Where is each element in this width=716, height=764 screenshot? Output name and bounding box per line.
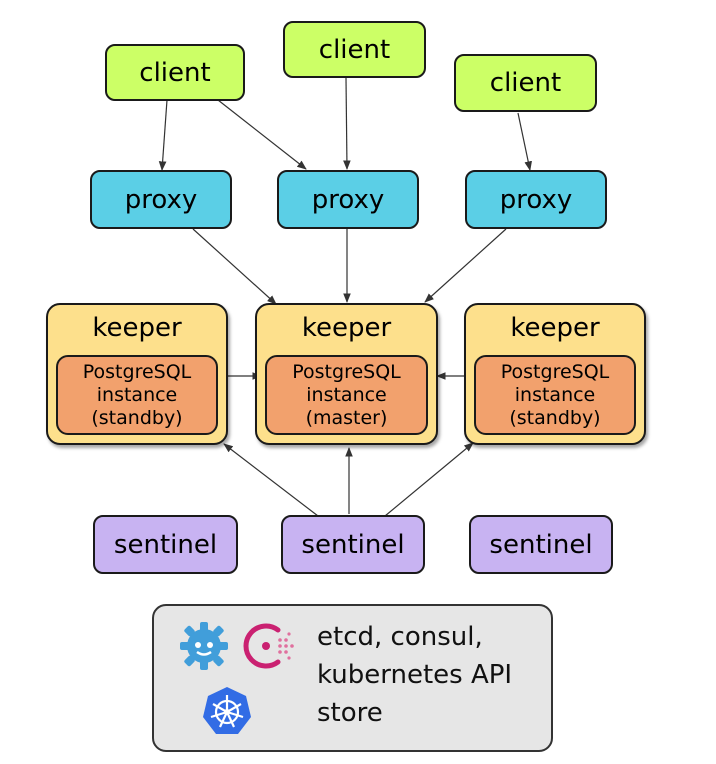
keeper-node-2: keeper PostgreSQL instance (master) — [255, 303, 438, 445]
sentinel-label-3: sentinel — [489, 529, 593, 560]
pg-line2-1: instance — [96, 383, 178, 406]
store-description: etcd, consul, kubernetes API store — [317, 618, 512, 732]
arrow-client1-proxy2 — [217, 99, 307, 170]
kv-store-box: etcd, consul, kubernetes API store — [152, 604, 553, 752]
pg-role-1: (standby) — [91, 406, 183, 429]
arrow-client2-proxy2 — [343, 77, 351, 170]
pg-role-3: (standby) — [509, 406, 601, 429]
sentinel-node-2: sentinel — [281, 515, 425, 574]
arrow-client3-proxy3 — [517, 112, 532, 171]
kubernetes-icon — [203, 687, 251, 734]
keeper-node-1: keeper PostgreSQL instance (standby) — [46, 303, 228, 445]
arrow-sentinel-keeper3 — [384, 442, 474, 517]
client-node-3: client — [454, 54, 597, 112]
pg-line2-3: instance — [514, 383, 596, 406]
store-line-3: store — [317, 698, 383, 728]
consul-icon — [243, 623, 294, 669]
keeper-title-2: keeper — [301, 313, 392, 343]
pg-role-2: (master) — [305, 406, 388, 429]
proxy-label-3: proxy — [499, 184, 573, 215]
sentinel-label-2: sentinel — [301, 529, 405, 560]
keeper-node-3: keeper PostgreSQL instance (standby) — [464, 303, 646, 445]
arrow-proxy1-keeper2 — [192, 228, 277, 305]
arrow-client1-proxy1 — [158, 99, 168, 171]
keeper-title-1: keeper — [92, 313, 182, 343]
arrow-proxy3-keeper2 — [424, 228, 507, 303]
pg-line1-2: PostgreSQL — [292, 360, 401, 383]
pg-line1-1: PostgreSQL — [82, 360, 192, 383]
postgres-instance-3: PostgreSQL instance (standby) — [474, 355, 636, 435]
pg-line1-3: PostgreSQL — [500, 360, 610, 383]
arrow-sentinel-keeper1 — [223, 443, 319, 517]
pg-line2-2: instance — [306, 383, 387, 406]
store-line-2: kubernetes API — [317, 660, 513, 690]
proxy-label-1: proxy — [124, 184, 198, 215]
client-node-1: client — [105, 44, 245, 101]
keeper-title-3: keeper — [510, 313, 600, 343]
client-label-2: client — [318, 34, 391, 65]
postgres-instance-2: PostgreSQL instance (master) — [265, 355, 428, 435]
store-line-1: etcd, consul, — [317, 622, 483, 652]
postgres-instance-1: PostgreSQL instance (standby) — [56, 355, 218, 435]
proxy-label-2: proxy — [311, 184, 385, 215]
client-node-2: client — [283, 21, 426, 78]
client-label-3: client — [489, 68, 562, 98]
sentinel-node-3: sentinel — [469, 515, 613, 574]
proxy-node-2: proxy — [277, 170, 419, 229]
proxy-node-3: proxy — [465, 170, 607, 229]
proxy-node-1: proxy — [90, 170, 232, 229]
etcd-icon — [180, 622, 228, 670]
client-label-1: client — [139, 57, 211, 88]
sentinel-label-1: sentinel — [113, 529, 218, 560]
sentinel-node-1: sentinel — [93, 515, 238, 574]
